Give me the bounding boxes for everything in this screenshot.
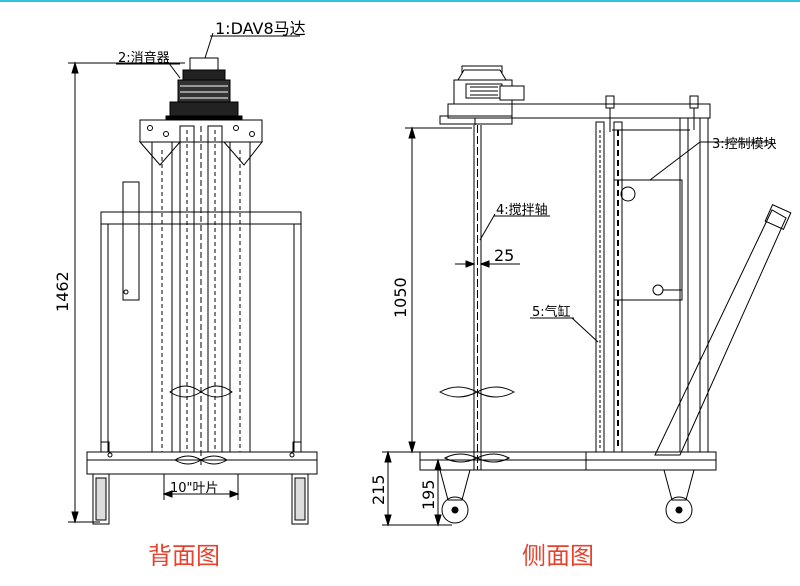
dim-base-height: 215 bbox=[369, 474, 388, 505]
label-cylinder: 5:气缸 bbox=[532, 304, 571, 320]
label-blade: 10"叶片 bbox=[170, 481, 219, 496]
dim-shaft-length: 1050 bbox=[391, 277, 410, 318]
caption-side-view: 侧面图 bbox=[522, 542, 594, 570]
dim-total-height: 1462 bbox=[53, 271, 72, 312]
back-view bbox=[68, 32, 318, 525]
dim-wheel-height: 195 bbox=[419, 479, 438, 510]
label-stirring-shaft: 4:搅拌轴 bbox=[496, 202, 548, 218]
label-motor: 1:DAV8马达 bbox=[215, 19, 306, 38]
caption-back-view: 背面图 bbox=[148, 542, 220, 570]
side-view bbox=[382, 65, 792, 527]
label-control-module: 3:控制模块 bbox=[712, 137, 777, 152]
label-silencer: 2:消音器 bbox=[118, 50, 170, 66]
dim-shaft-diameter: 25 bbox=[494, 246, 514, 265]
